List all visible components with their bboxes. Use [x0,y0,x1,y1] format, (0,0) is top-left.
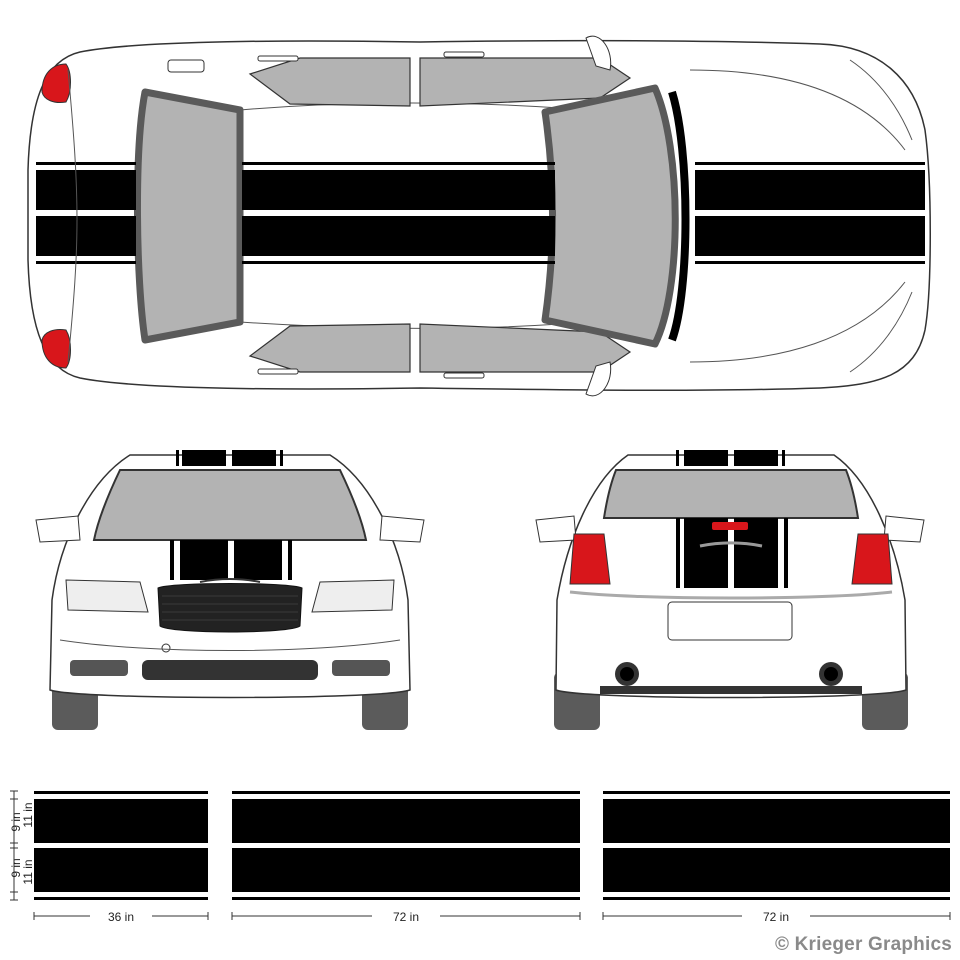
rear-window [134,88,244,344]
vertical-dimensions [10,790,18,901]
headlight-right [311,579,395,613]
tail-light-top-right [41,329,71,369]
copyright-watermark: © Krieger Graphics [774,934,952,955]
pin-width-label-lower: 9 in [9,858,23,877]
stripe-panels [34,791,950,900]
horizontal-dimensions [33,912,951,920]
pin-width-label-upper: 9 in [9,812,23,831]
rear-mirror-left [535,515,577,543]
headlight-left [65,579,149,613]
rear-mirror-right [883,515,925,543]
mirror-top [585,35,612,71]
stripe-panel-2 [232,791,580,900]
front-mirror-left [35,515,81,543]
front-windshield [92,469,368,541]
license-plate-recess [667,601,793,641]
stripe-width-label-upper: 11 in [21,802,35,827]
panel-2-length-label: 72 in [393,910,419,924]
front-mirror-right [379,515,425,543]
rear-tail-light-left [569,533,611,585]
windshield [541,84,679,348]
front-grille [157,583,303,633]
mirror-bottom [585,361,612,397]
front-view [35,450,425,730]
side-window-bottom-front [419,323,632,373]
stripe-width-label-lower: 11 in [21,859,35,884]
stripe-panel-1 [34,791,208,900]
rear-tail-light-right [851,533,893,585]
tail-light-top-left [41,63,71,103]
front-roof-stripes [176,450,283,466]
rear-glass [602,469,860,519]
top-view-stripes [36,162,925,264]
stripe-panel-3 [603,791,950,900]
rear-view [535,450,925,730]
panel-1-length-label: 36 in [108,910,134,924]
rear-roof-stripes [676,450,785,466]
front-hood-stripes [170,540,292,580]
top-view [27,35,931,397]
panel-3-length-label: 72 in [763,910,789,924]
side-window-top-front [419,57,632,107]
